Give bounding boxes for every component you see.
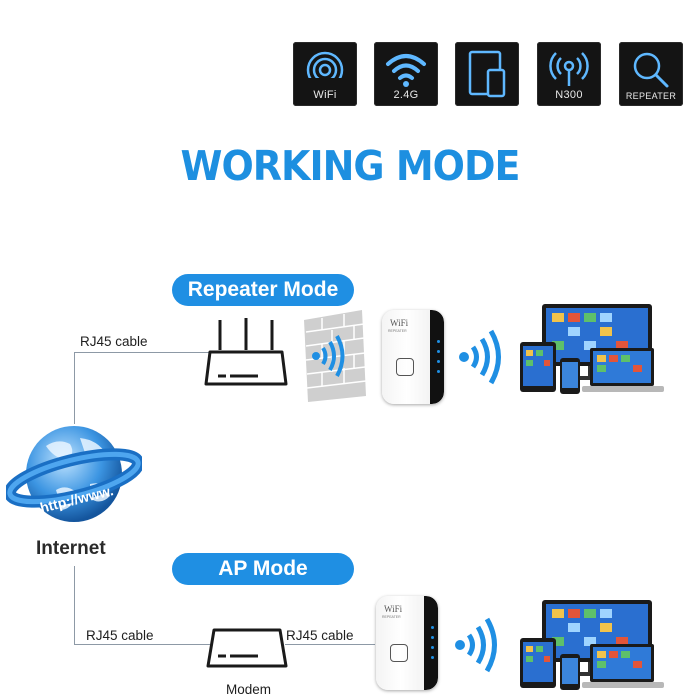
device-side-panel [430, 310, 444, 404]
page-title: WORKING MODE [180, 142, 521, 190]
device-brand: WiFi [390, 318, 409, 328]
led-indicator [431, 646, 434, 649]
modem-label: Modem [226, 682, 272, 697]
wifi-waves-icon [455, 617, 497, 673]
led-indicator [437, 360, 440, 363]
feature-badge-wifi: WiFi [293, 42, 357, 106]
cable-label: RJ45 cable [80, 334, 148, 349]
wifi-rings-icon [306, 51, 344, 90]
client-devices-icon [520, 600, 664, 690]
devices-icon [468, 50, 506, 98]
led-indicator [437, 340, 440, 343]
device-subtext: REPEATER [382, 615, 401, 619]
wifi-waves-icon [459, 329, 501, 385]
wps-button-icon [396, 358, 414, 376]
ap-mode-label: AP Mode [172, 553, 354, 585]
device-subtext: REPEATER [388, 329, 407, 333]
router-icon [204, 318, 288, 386]
magnifier-icon [633, 52, 669, 88]
feature-badge-devices [455, 42, 519, 106]
cable-line [74, 352, 210, 353]
led-indicator [431, 656, 434, 659]
antenna-icon [549, 52, 589, 86]
led-indicator [437, 370, 440, 373]
feature-label: WiFi [313, 89, 337, 101]
client-devices-icon [520, 304, 664, 394]
feature-label: N300 [555, 89, 583, 101]
led-indicator [431, 626, 434, 629]
repeater-mode-label: Repeater Mode [172, 274, 354, 306]
modem-icon [206, 628, 288, 668]
wps-button-icon [390, 644, 408, 662]
feature-badge-n300: N300 [537, 42, 601, 106]
device-side-panel [424, 596, 438, 690]
wifi-signal-icon [386, 54, 426, 87]
cable-label-left: RJ45 cable [86, 628, 154, 643]
wifi-repeater-device: WiFi REPEATER [376, 596, 438, 690]
feature-label: 2.4G [393, 89, 419, 101]
feature-badge-repeater: REPEATER [619, 42, 683, 106]
feature-badge-2g: 2.4G [374, 42, 438, 106]
led-indicator [431, 636, 434, 639]
cable-line [74, 352, 75, 424]
internet-globe-icon: http://www. [6, 426, 142, 522]
feature-label: REPEATER [625, 91, 677, 101]
cable-line [74, 644, 210, 645]
device-brand: WiFi [384, 604, 403, 614]
led-indicator [437, 350, 440, 353]
cable-line [74, 566, 75, 644]
cable-line [285, 644, 375, 645]
cable-label-right: RJ45 cable [286, 628, 354, 643]
wall-obstacle-icon [304, 310, 367, 402]
wifi-repeater-device: WiFi REPEATER [382, 310, 444, 404]
internet-label: Internet [36, 538, 106, 559]
